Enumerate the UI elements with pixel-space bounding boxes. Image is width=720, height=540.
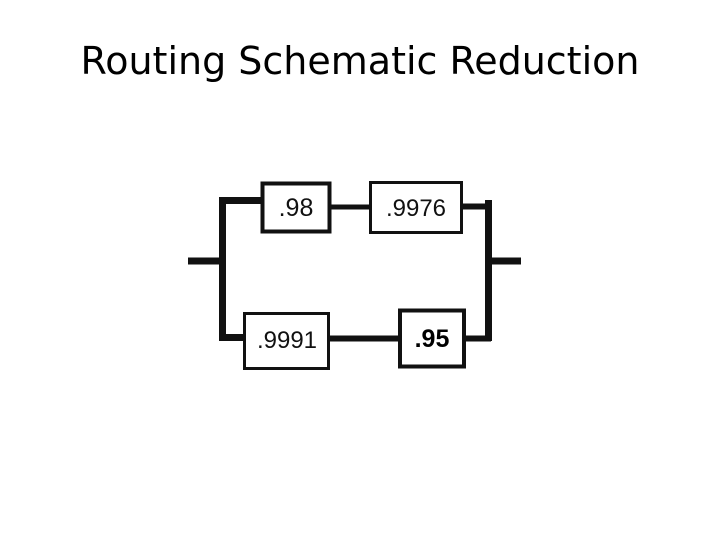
block-9991-rect (243, 312, 330, 370)
block-9976-label: .9976 (386, 195, 446, 222)
block-98-rect (260, 181, 332, 234)
block-9991-label: .9991 (257, 327, 317, 354)
block-95-label: .95 (415, 325, 450, 353)
block-9976-rect (369, 181, 463, 234)
page-title: Routing Schematic Reduction (80, 39, 640, 83)
block-95-rect (398, 308, 466, 369)
block-98-label: .98 (279, 194, 314, 222)
